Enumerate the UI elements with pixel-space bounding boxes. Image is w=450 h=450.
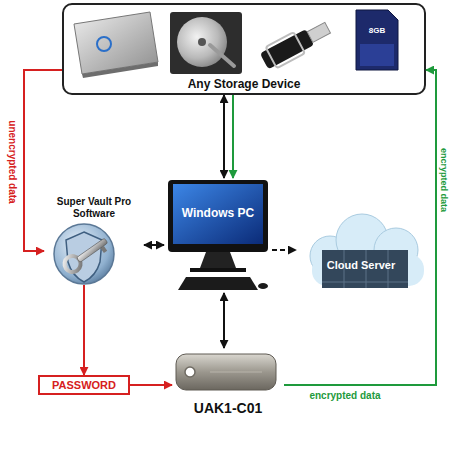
- key-bit: [100, 246, 107, 253]
- flow-label: encrypted data: [439, 148, 449, 212]
- password-box: PASSWORD: [38, 375, 130, 395]
- hdd-platter: [177, 17, 227, 67]
- ssd-edge: [82, 62, 158, 78]
- capacity-label: 8GB: [369, 26, 385, 35]
- sd-card: [356, 10, 398, 70]
- sd-panel: [360, 44, 394, 66]
- uak-body: [176, 354, 276, 390]
- node-label: Cloud Server: [296, 259, 426, 271]
- node-label: Super Vault Pro Software: [44, 196, 144, 220]
- monitor-base: [190, 268, 246, 272]
- uak-key-node: UAK1-C01: [172, 348, 284, 426]
- hard-disk: [170, 12, 242, 74]
- connector: [130, 384, 172, 386]
- hdd-case: [170, 12, 242, 74]
- connector: [284, 70, 436, 385]
- usb-body: [260, 29, 314, 69]
- connector: [223, 293, 225, 348]
- node-label: UAK1-C01: [172, 400, 284, 416]
- connector: [272, 249, 296, 251]
- node-label: Windows PC: [164, 206, 272, 220]
- cloud-node: Cloud Server: [296, 215, 426, 293]
- software-badge: [54, 224, 114, 284]
- sd-body: [356, 10, 398, 70]
- uak-ring-hole: [185, 367, 195, 377]
- storage-group-box: Any Storage Device: [62, 3, 426, 95]
- key-shaft: [77, 238, 108, 262]
- edge-label: encrypted data: [309, 390, 380, 401]
- cloud-illustration: [310, 214, 424, 288]
- server-divider: [322, 282, 408, 283]
- connector: [144, 244, 164, 246]
- keyboard: [178, 277, 258, 290]
- node-label: Any Storage Device: [64, 77, 424, 91]
- hdd-arm: [210, 45, 234, 66]
- software-node: Super Vault Pro Software: [44, 196, 144, 285]
- edge-label: unencrypted data: [7, 120, 18, 203]
- ssd-drive: [74, 12, 158, 78]
- pc-node: Windows PC: [164, 178, 272, 293]
- hdd-spindle: [198, 38, 206, 46]
- node-label: PASSWORD: [40, 377, 128, 393]
- uak-engraving: [210, 372, 262, 373]
- software-icon: [54, 224, 114, 284]
- uak-key: [176, 354, 276, 390]
- pc-illustration: [168, 180, 268, 290]
- connector: [223, 95, 225, 178]
- usb-swivel: [266, 32, 306, 68]
- connector: [24, 70, 62, 251]
- ssd-logo: [97, 37, 111, 51]
- monitor-stand: [200, 252, 236, 268]
- software-key: [61, 234, 111, 276]
- mouse: [258, 283, 268, 289]
- connector: [83, 285, 85, 375]
- connector: [232, 95, 234, 178]
- usb-plug: [307, 22, 330, 42]
- usb-stick: [258, 17, 333, 72]
